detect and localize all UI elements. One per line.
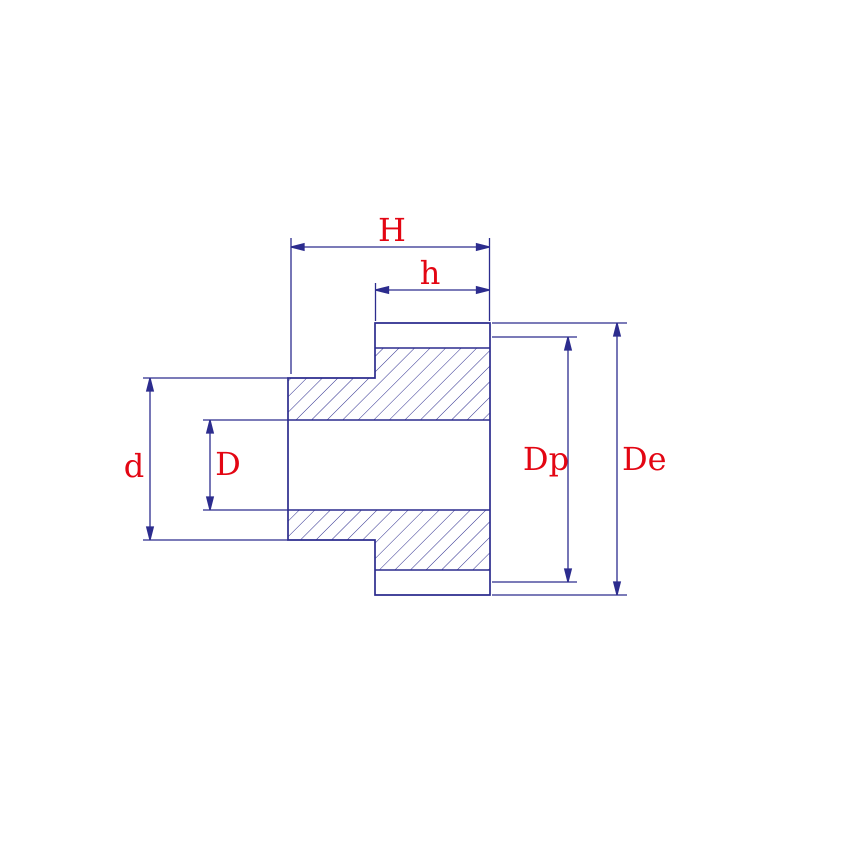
arrowhead-top (145, 377, 155, 392)
arrowhead-left (375, 285, 390, 295)
dimension-h (374, 283, 490, 321)
dimension-d (143, 377, 288, 541)
dimension-D (203, 419, 288, 511)
dimension-Dp (492, 336, 577, 583)
gear-outline (287, 322, 491, 596)
arrowhead-top (205, 419, 215, 434)
label-De: De (622, 440, 667, 478)
label-Dp: Dp (523, 440, 569, 478)
hatched-section-upper (288, 348, 490, 420)
label-d: d (124, 447, 144, 485)
hatched-section-lower (288, 510, 490, 570)
arrowhead-top (612, 322, 622, 337)
drawing-root (143, 238, 627, 596)
label-H: H (378, 211, 406, 249)
arrowhead-left (290, 242, 305, 252)
arrowhead-right (475, 242, 490, 252)
dimension-labels: H h d D Dp De (124, 211, 667, 485)
arrowhead-right (475, 285, 490, 295)
arrowhead-bottom (145, 526, 155, 541)
arrowhead-bottom (563, 568, 573, 583)
arrowhead-bottom (612, 581, 622, 596)
arrowhead-bottom (205, 496, 215, 511)
label-D: D (215, 445, 241, 483)
dimension-H (290, 238, 491, 374)
label-h: h (420, 254, 441, 292)
arrowhead-top (563, 336, 573, 351)
dimension-De (492, 322, 627, 596)
